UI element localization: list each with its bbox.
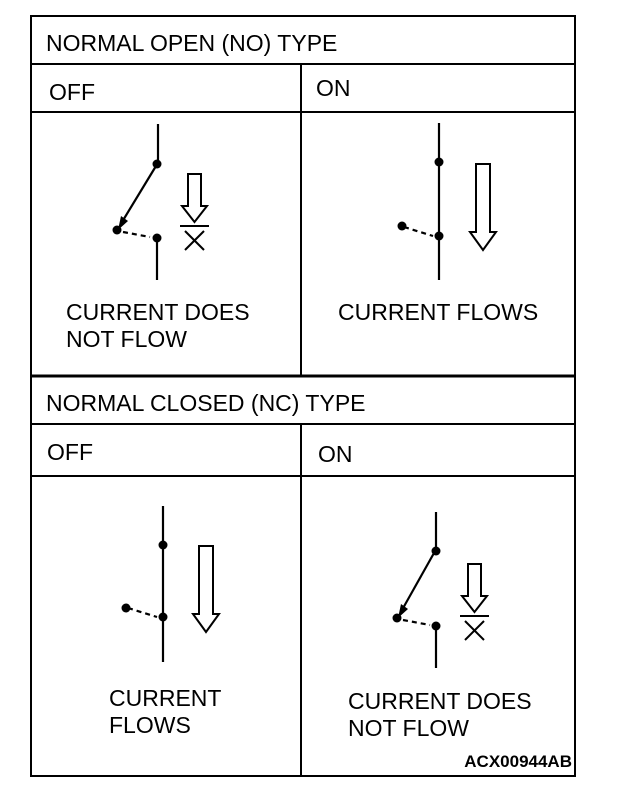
no-off-caption-line1: CURRENT DOES (66, 299, 250, 325)
nc-off-caption-line1: CURRENT (109, 685, 222, 711)
no-type-title: NORMAL OPEN (NO) TYPE (46, 30, 338, 56)
nc-on-caption-line2: NOT FLOW (348, 715, 469, 741)
no-off-caption-line2: NOT FLOW (66, 326, 187, 352)
nc-type-title: NORMAL CLOSED (NC) TYPE (46, 390, 366, 416)
nc-off-label: OFF (47, 439, 93, 465)
current-flow-arrow-icon (468, 163, 498, 252)
switch-symbol-open (112, 124, 162, 280)
nc-off-caption-line2: FLOWS (109, 712, 191, 738)
no-off-label: OFF (49, 79, 95, 105)
current-flow-arrow-icon (191, 545, 221, 634)
current-blocked-icon (459, 563, 490, 641)
current-blocked-icon (179, 173, 210, 251)
outer-frame (30, 15, 576, 777)
switch-symbol-open (392, 512, 441, 668)
nc-on-caption-line1: CURRENT DOES (348, 688, 532, 714)
no-on-caption: CURRENT FLOWS (338, 299, 539, 325)
nc-on-label: ON (318, 441, 353, 467)
switch-symbol-closed (121, 506, 168, 662)
no-on-label: ON (316, 75, 351, 101)
figure-code: ACX00944AB (464, 752, 572, 771)
switch-symbol-closed (397, 123, 444, 280)
